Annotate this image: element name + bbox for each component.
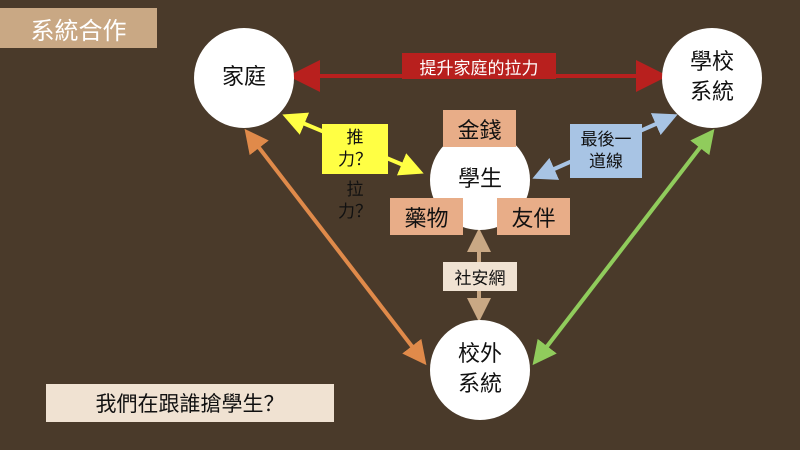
school-node: 學校 系統 (662, 28, 762, 128)
external-node: 校外 系統 (430, 320, 530, 420)
school-external-arrow (532, 128, 715, 366)
student-label: 學生 (457, 167, 502, 192)
social-net-label: 社安網 (443, 262, 517, 291)
family-pull-label: 提升家庭的拉力 (402, 53, 556, 79)
push-label-line2: 力？ (338, 150, 372, 170)
push-label: 推 力？ (322, 124, 388, 174)
family-label: 家庭 (221, 65, 266, 90)
last-line-label: 最後一 道線 (570, 124, 642, 178)
last-line-label-line1: 最後一 (580, 130, 632, 150)
family-node: 家庭 (194, 28, 294, 128)
school-label-line1: 學校 (689, 50, 734, 75)
friends-label: 友伴 (497, 198, 570, 235)
push-label-line1: 推 (346, 128, 364, 148)
school-label-line2: 系統 (689, 80, 734, 105)
title-box: 系統合作 (0, 8, 157, 48)
question-box: 我們在跟誰搶學生？ (46, 384, 334, 422)
family-external-arrow (244, 128, 427, 366)
title-text: 系統合作 (30, 16, 127, 45)
drugs-label: 藥物 (390, 198, 463, 235)
money-label: 金錢 (443, 110, 516, 147)
external-label-line1: 校外 (457, 342, 502, 367)
pull-label-line1: 拉 (346, 180, 364, 200)
pull-label-line2: 力？ (338, 202, 372, 222)
last-line-label-line2: 道線 (589, 152, 623, 172)
external-label-line2: 系統 (457, 372, 502, 397)
pull-label: 拉 力？ (322, 176, 388, 226)
